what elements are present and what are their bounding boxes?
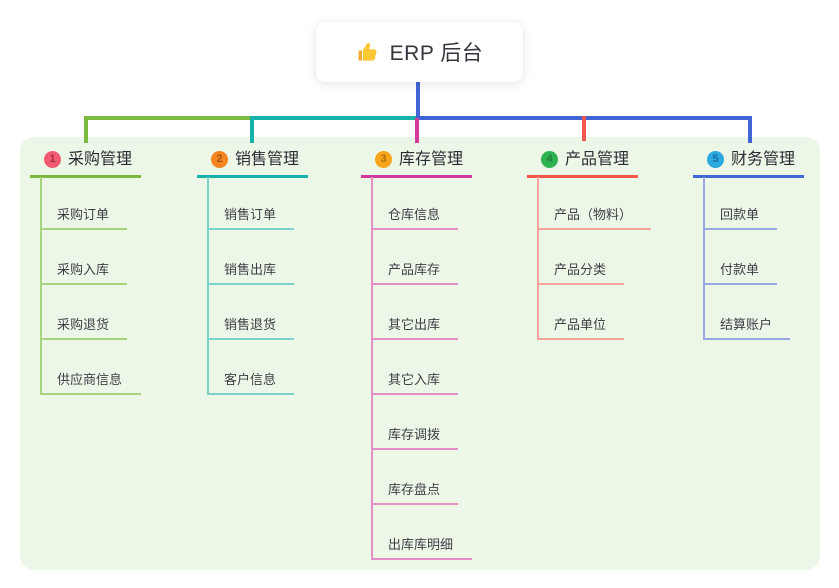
branch-1-drop-line [84,116,88,143]
child-node-label[interactable]: 采购入库 [57,262,110,277]
branch-2-title-underline [197,175,308,178]
child-node-label[interactable]: 库存调拨 [388,427,441,442]
child-node-label[interactable]: 客户信息 [224,372,277,387]
branch-1-title-underline [30,175,141,178]
bus-segment-teal [250,116,418,120]
child-node-label[interactable]: 仓库信息 [388,207,441,222]
child-node-underline [703,228,777,230]
child-node-underline [703,283,777,285]
branch-4-priority-badge[interactable]: 4 [541,151,558,168]
child-node-underline [207,228,294,230]
branches-background-panel [20,137,820,570]
branch-3-spine-line [371,177,373,560]
child-node-underline [371,338,458,340]
child-node-label[interactable]: 销售出库 [224,262,277,277]
branch-3-priority-badge[interactable]: 3 [375,151,392,168]
root-drop-line [416,82,420,118]
branch-1-title[interactable]: 采购管理 [68,151,133,168]
branch-4-drop-line [582,116,586,141]
child-node-underline [40,338,127,340]
child-node-underline [371,448,458,450]
child-node-label[interactable]: 产品库存 [388,262,441,277]
child-node-label[interactable]: 销售订单 [224,207,277,222]
root-node[interactable]: ERP 后台 [316,22,523,82]
root-node-title[interactable]: ERP 后台 [389,42,484,65]
child-node-underline [537,283,624,285]
branch-5-drop-line [748,116,752,143]
child-node-underline [207,283,294,285]
child-node-underline [537,228,651,230]
child-node-label[interactable]: 其它入库 [388,372,441,387]
child-node-underline [371,393,458,395]
child-node-label[interactable]: 产品（物料） [554,207,633,222]
child-node-underline [40,283,127,285]
child-node-label[interactable]: 回款单 [720,207,760,222]
child-node-label[interactable]: 采购订单 [57,207,110,222]
branch-3-title[interactable]: 库存管理 [399,151,464,168]
branch-5-priority-badge[interactable]: 5 [707,151,724,168]
child-node-underline [371,228,458,230]
branch-2-priority-badge[interactable]: 2 [211,151,228,168]
child-node-label[interactable]: 产品单位 [554,317,607,332]
branch-3-title-underline [361,175,472,178]
branch-2-spine-line [207,177,209,395]
branch-4-spine-line [537,177,539,340]
branch-1-priority-badge[interactable]: 1 [44,151,61,168]
child-node-label[interactable]: 销售退货 [224,317,277,332]
branch-5-title[interactable]: 财务管理 [731,151,796,168]
child-node-underline [537,338,624,340]
child-node-label[interactable]: 结算账户 [720,317,773,332]
child-node-label[interactable]: 产品分类 [554,262,607,277]
child-node-label[interactable]: 供应商信息 [57,372,123,387]
child-node-underline [371,503,458,505]
child-node-label[interactable]: 采购退货 [57,317,110,332]
child-node-underline [207,393,294,395]
child-node-label[interactable]: 出库库明细 [388,537,454,552]
child-node-underline [371,558,472,560]
branch-3-drop-line [415,118,419,143]
branch-4-title[interactable]: 产品管理 [565,151,630,168]
child-node-underline [40,228,127,230]
child-node-underline [207,338,294,340]
branch-1-spine-line [40,177,42,395]
child-node-label[interactable]: 付款单 [720,262,760,277]
branch-5-title-underline [693,175,804,178]
child-node-underline [371,283,458,285]
child-node-underline [703,338,790,340]
thumbs-up-icon [356,40,380,64]
branch-2-drop-line [250,116,254,143]
branch-5-spine-line [703,177,705,340]
child-node-label[interactable]: 库存盘点 [388,482,441,497]
child-node-label[interactable]: 其它出库 [388,317,441,332]
bus-segment-green [84,116,254,120]
branch-2-title[interactable]: 销售管理 [235,151,300,168]
child-node-underline [40,393,141,395]
branch-4-title-underline [527,175,638,178]
